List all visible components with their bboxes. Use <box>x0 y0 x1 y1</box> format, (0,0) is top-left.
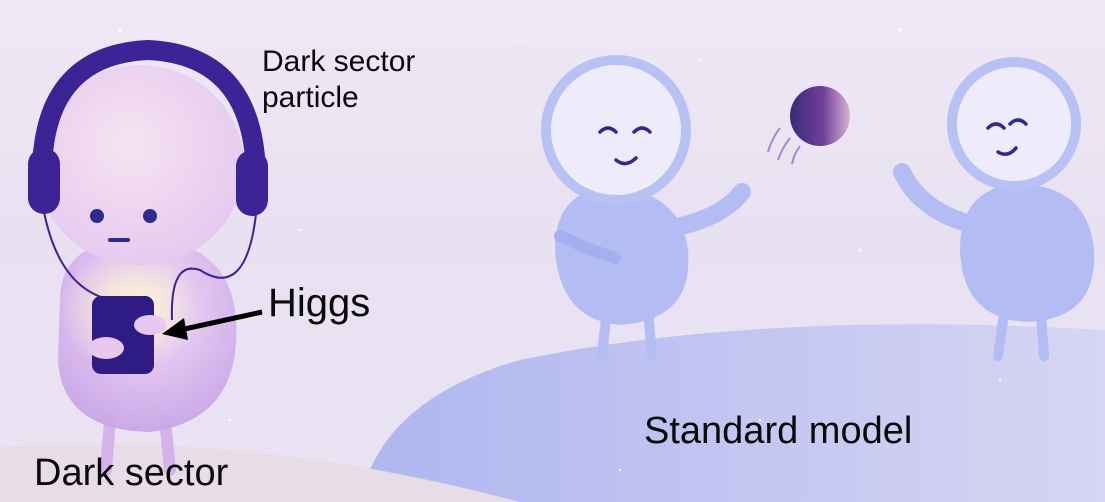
standard-model-hill <box>360 324 1105 502</box>
headphone-right-cup <box>236 150 268 216</box>
sm-character-left <box>541 55 751 361</box>
sm-character-right <box>893 57 1095 361</box>
headphone-left-cup <box>28 148 60 214</box>
dark-sector-character <box>28 39 268 476</box>
dark-sector-label: Dark sector <box>34 452 229 494</box>
standard-model-label: Standard model <box>644 410 913 452</box>
higgs-arrow <box>162 309 263 340</box>
dark-character-head <box>36 65 244 265</box>
dark-sector-particle-label: Dark sector particle <box>262 45 416 114</box>
headphone-band <box>31 39 267 195</box>
higgs-label: Higgs <box>268 281 371 325</box>
dark-sector-hill <box>0 443 520 502</box>
ball <box>767 86 850 165</box>
phone <box>92 296 154 374</box>
